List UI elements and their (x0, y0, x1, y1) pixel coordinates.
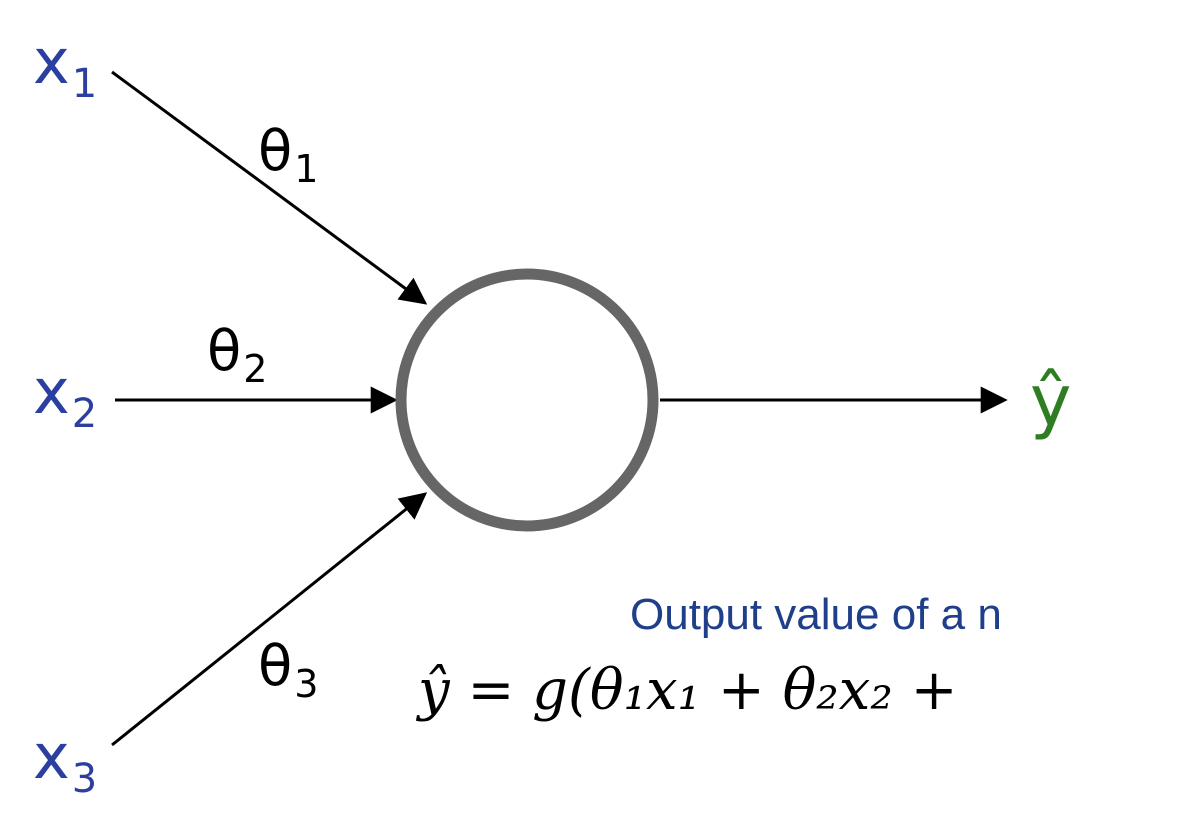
weight-label-theta2: θ2 (207, 319, 267, 391)
edge-x3 (111, 492, 428, 747)
neuron-node (395, 268, 659, 532)
weight-label-theta1: θ1 (258, 119, 318, 191)
input-label-x3: x3 (33, 720, 97, 802)
edge-x1 (111, 70, 428, 305)
caption-text: Output value of a n (630, 590, 1002, 639)
input-label-x2: x2 (33, 355, 97, 437)
output-formula: ŷ = g(θ₁x₁ + θ₂x₂ + (418, 658, 958, 723)
input-label-x1: x1 (33, 25, 97, 107)
output-label-yhat: ŷ (1030, 360, 1071, 442)
weight-label-theta3: θ3 (258, 634, 318, 706)
